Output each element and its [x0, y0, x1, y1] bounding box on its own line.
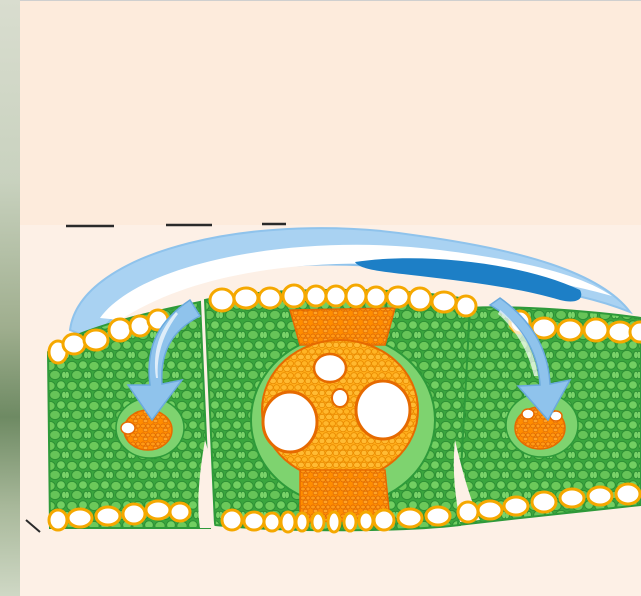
epidermis-cell	[328, 512, 340, 532]
epidermis-cell	[170, 503, 190, 521]
epidermis-cell	[558, 320, 582, 340]
epidermis-cell	[504, 497, 528, 515]
epidermis-cell	[123, 504, 145, 524]
epidermis-cell	[326, 286, 346, 306]
epidermis-cell	[346, 285, 366, 307]
epidermis-cell	[366, 287, 386, 307]
epidermis-cell	[63, 334, 85, 354]
epidermis-cell	[458, 502, 478, 522]
epidermis-cell	[68, 509, 92, 527]
epidermis-cell	[588, 487, 612, 505]
epidermis-cell	[312, 513, 324, 531]
epidermis-cell	[84, 330, 108, 350]
epidermis-cell	[222, 510, 242, 530]
epidermis-cell	[359, 512, 373, 530]
epidermis-cell	[426, 507, 450, 525]
dashed-guide-line	[66, 224, 286, 226]
epidermis-cell	[432, 292, 456, 312]
epidermis-cell	[244, 512, 264, 530]
epidermis-cell	[616, 484, 640, 504]
leader-line	[26, 520, 40, 532]
epidermis-cell	[96, 507, 120, 525]
epidermis-cell	[296, 513, 308, 531]
epidermis-cell	[109, 319, 131, 341]
epidermis-cell	[374, 510, 394, 530]
epidermis-cell	[234, 288, 258, 308]
epidermis-cell	[49, 510, 67, 530]
epidermis-cell	[398, 509, 422, 527]
epidermis-cell	[608, 322, 632, 342]
epidermis-cell	[344, 513, 356, 531]
epidermis-cell	[210, 289, 234, 311]
epidermis-cell	[456, 296, 476, 316]
epidermis-cell	[532, 492, 556, 512]
epidermis-cell	[387, 287, 409, 307]
epidermis-cell	[146, 501, 170, 519]
epidermis-cell	[281, 512, 295, 532]
epidermis-cell	[409, 288, 431, 310]
epidermis-cell	[306, 286, 326, 306]
epidermis-cell	[283, 285, 305, 307]
epidermis-cell	[478, 501, 502, 519]
epidermis-cell	[264, 513, 280, 531]
epidermis-cell	[560, 489, 584, 507]
epidermis-cell	[630, 322, 641, 342]
epidermis-cell	[584, 319, 608, 341]
epidermis-cell	[259, 288, 281, 308]
